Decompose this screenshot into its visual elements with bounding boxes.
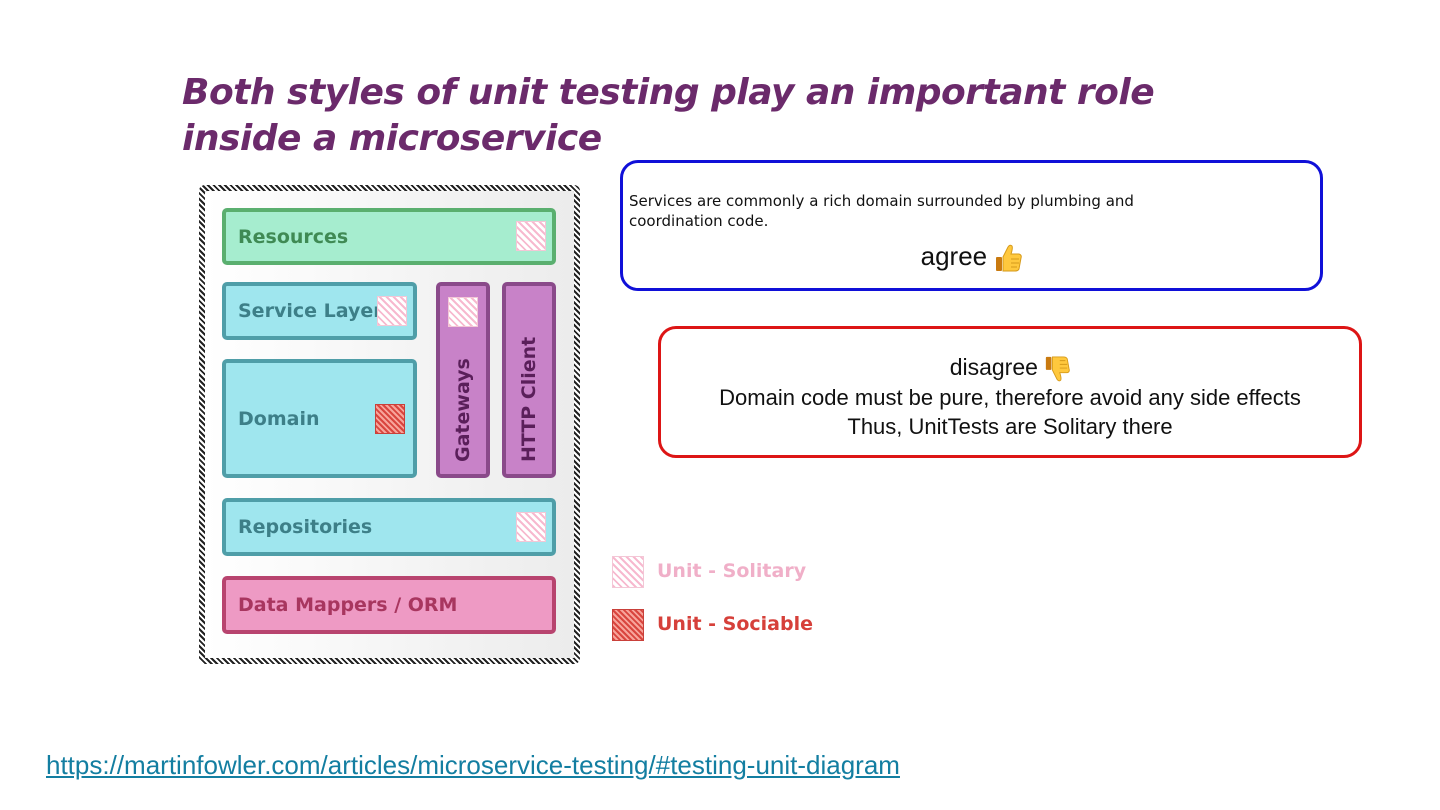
- microservice-diagram: Resources Service Layer Domain Gateways …: [199, 185, 580, 664]
- legend-sociable-label: Unit - Sociable: [657, 613, 813, 635]
- data-mappers-layer: Data Mappers / ORM: [222, 576, 556, 634]
- service-layer: Service Layer: [222, 282, 417, 340]
- resources-label: Resources: [238, 225, 349, 248]
- domain-label: Domain: [238, 407, 320, 430]
- gateways-label: Gateways: [452, 358, 474, 462]
- thumbs-up-icon: [996, 244, 1023, 272]
- disagree-callout: disagree Domain code must be pure, there…: [658, 326, 1362, 458]
- solitary-test-marker: [448, 297, 478, 327]
- disagree-line-1: Domain code must be pure, therefore avoi…: [719, 385, 1301, 410]
- disagree-text: disagree: [949, 354, 1038, 380]
- repositories-layer: Repositories: [222, 498, 556, 556]
- solitary-swatch: [612, 556, 644, 588]
- gateways-layer: Gateways: [436, 282, 490, 478]
- http-client-layer: HTTP Client: [502, 282, 556, 478]
- agree-verdict: agree: [623, 241, 1320, 273]
- domain-layer: Domain: [222, 359, 417, 478]
- legend-solitary-label: Unit - Solitary: [657, 560, 807, 582]
- sociable-test-marker: [375, 404, 405, 434]
- agree-callout: Services are commonly a rich domain surr…: [620, 160, 1323, 291]
- disagree-line-2: Thus, UnitTests are Solitary there: [847, 414, 1173, 439]
- data-mappers-label: Data Mappers / ORM: [238, 594, 458, 616]
- disagree-verdict: disagree: [661, 354, 1359, 383]
- service-layer-label: Service Layer: [238, 300, 383, 322]
- repositories-label: Repositories: [238, 516, 373, 538]
- thumbs-down-icon: [1046, 356, 1071, 382]
- solitary-test-marker: [516, 512, 546, 542]
- slide-title: Both styles of unit testing play an impo…: [182, 72, 1155, 159]
- http-client-label: HTTP Client: [518, 336, 540, 462]
- solitary-test-marker: [516, 221, 546, 251]
- service-boundary: Resources Service Layer Domain Gateways …: [205, 191, 574, 658]
- sociable-swatch: [612, 609, 644, 641]
- resources-layer: Resources: [222, 208, 556, 265]
- agree-text: agree: [920, 241, 988, 271]
- agree-description: Services are commonly a rich domain surr…: [629, 192, 1134, 230]
- solitary-test-marker: [377, 296, 407, 326]
- source-link[interactable]: https://martinfowler.com/articles/micros…: [46, 750, 900, 780]
